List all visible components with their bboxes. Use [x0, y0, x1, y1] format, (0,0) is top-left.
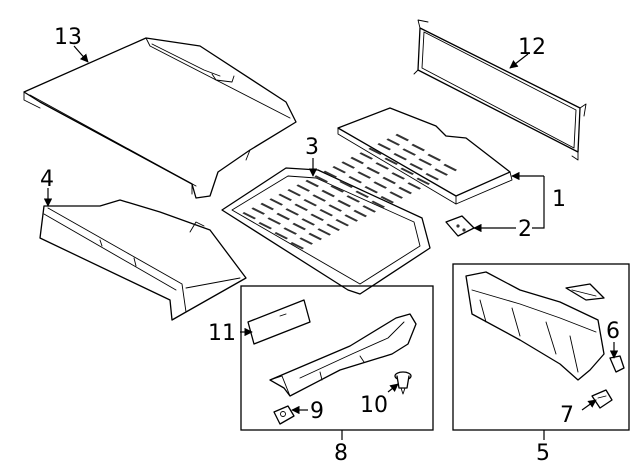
callout-5: 5 [536, 441, 550, 466]
part-6-clip [609, 355, 625, 373]
callout-1: 1 [552, 187, 566, 212]
part-12-cargo-divider [413, 19, 587, 161]
callout-13: 13 [54, 25, 82, 50]
part-1-load-floor [337, 107, 513, 205]
group-8-box [240, 285, 434, 431]
part-8-scuff-plate [269, 313, 417, 397]
part-5-rear-sill [465, 271, 605, 381]
leader-lines [43, 45, 619, 440]
part-11-cover-panel [247, 299, 311, 345]
callout-11: 11 [208, 321, 236, 346]
callout-12: 12 [518, 35, 546, 60]
callout-8: 8 [334, 441, 348, 466]
callout-4: 4 [40, 167, 54, 192]
part-3-floor-tray [221, 133, 457, 295]
group-5-box [452, 263, 630, 431]
callout-6: 6 [606, 319, 620, 344]
part-4-side-trim [39, 199, 247, 321]
part-10-push-fastener [394, 371, 412, 395]
part-5-trim-plate [565, 283, 605, 301]
callout-10: 10 [360, 393, 388, 418]
callout-9: 9 [310, 399, 324, 424]
callout-3: 3 [305, 135, 319, 160]
part-13-cargo-cover [23, 37, 297, 199]
callout-7: 7 [560, 403, 574, 428]
callout-2: 2 [518, 217, 532, 242]
part-2-bracket [445, 215, 475, 237]
part-7-retainer [591, 389, 613, 409]
part-9-clip [273, 405, 295, 425]
